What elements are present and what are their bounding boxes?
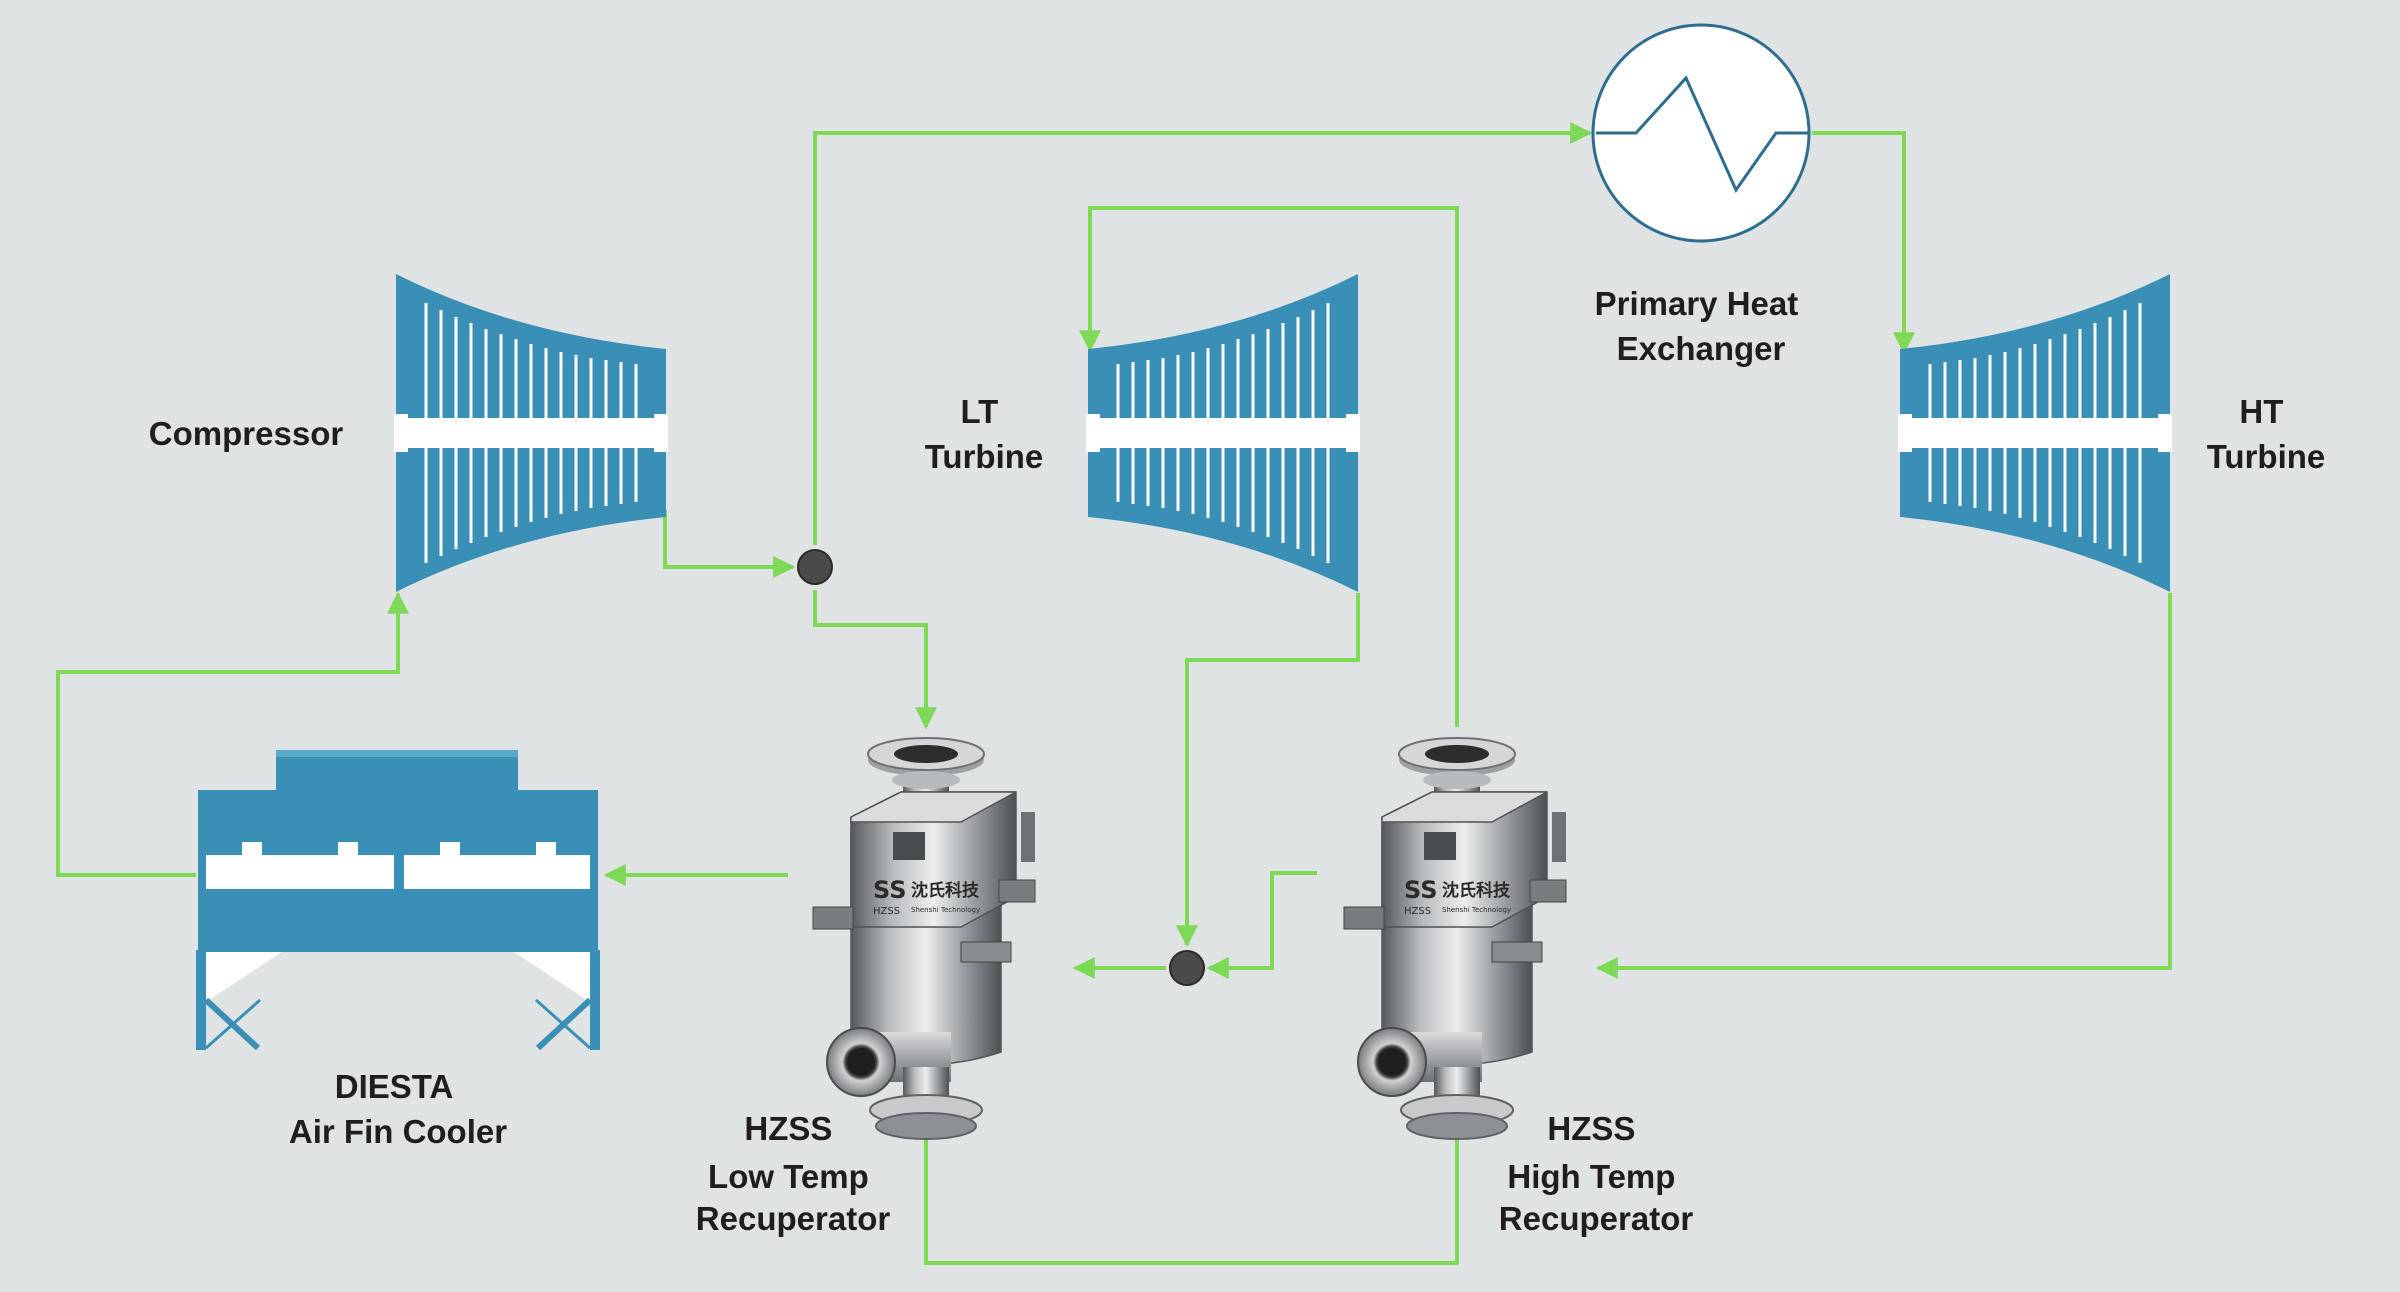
recuperator-logo: SS xyxy=(1404,876,1438,904)
flow-compressor-to-junction xyxy=(663,510,796,578)
recuperator-tagline: Shenshi Technology xyxy=(911,906,980,914)
high-temp-recuperator[interactable]: SS 沈氏科技 HZSS Shenshi Technology xyxy=(1343,737,1567,1140)
high-temp-recuperator-label: HZSS High Temp Recuperator xyxy=(1499,1110,1694,1237)
air-fin-cooler-icon xyxy=(196,750,600,1051)
recuperator-company-name: 沈氏科技 xyxy=(911,880,980,901)
recuperator-icon: SS 沈氏科技 HZSS Shenshi Technology xyxy=(812,737,1036,1140)
lt-turbine[interactable] xyxy=(1084,272,1362,594)
flow-junction-to-heat-exchanger xyxy=(813,122,1593,545)
turbine-icon xyxy=(1084,272,1362,594)
flow-lt-recuperator-to-ht-recuperator xyxy=(924,1107,1468,1265)
lt-turbine-label: LT Turbine xyxy=(925,393,1044,475)
air-fin-cooler[interactable] xyxy=(196,750,600,1051)
air-fin-cooler-label: DIESTA Air Fin Cooler xyxy=(289,1068,507,1150)
recuperator-tagline: Shenshi Technology xyxy=(1442,906,1511,914)
flow-lt-turbine-to-junction xyxy=(1176,593,1360,948)
compressor[interactable] xyxy=(392,272,670,594)
junction-icon xyxy=(1169,950,1205,986)
flow-ht-turbine-to-ht-recuperator xyxy=(1595,593,2172,979)
recuperator-brand: HZSS xyxy=(873,906,900,917)
compressor-icon xyxy=(392,272,670,594)
low-temp-recuperator-label: HZSS Low Temp Recuperator xyxy=(696,1110,891,1237)
flow-ht-recuperator-to-junction xyxy=(1206,871,1317,979)
flow-ht-recuperator-to-lt-turbine xyxy=(1079,206,1459,727)
recuperator-brand: HZSS xyxy=(1404,906,1431,917)
recuperator-logo: SS xyxy=(873,876,907,904)
compressor-label: Compressor xyxy=(149,415,344,452)
ht-turbine[interactable] xyxy=(1896,272,2174,594)
low-temp-recuperator[interactable]: SS 沈氏科技 HZSS Shenshi Technology xyxy=(812,737,1036,1140)
flow-cooler-to-compressor xyxy=(56,591,409,877)
primary-heat-exchanger[interactable] xyxy=(1591,23,1811,243)
flow-lines xyxy=(56,122,2172,1265)
flow-heat-exchanger-to-ht-turbine xyxy=(1812,131,1915,355)
heat-exchanger-icon xyxy=(1591,23,1811,243)
flow-junction-to-lt-recuperator xyxy=(813,590,937,730)
recuperator-icon: SS 沈氏科技 HZSS Shenshi Technology xyxy=(1343,737,1567,1140)
ht-turbine-label: HT Turbine xyxy=(2207,393,2326,475)
primary-heat-exchanger-label: Primary Heat Exchanger xyxy=(1595,285,1808,367)
junction-icon xyxy=(797,549,833,585)
recuperator-company-name: 沈氏科技 xyxy=(1442,880,1511,901)
turbine-icon xyxy=(1896,272,2174,594)
